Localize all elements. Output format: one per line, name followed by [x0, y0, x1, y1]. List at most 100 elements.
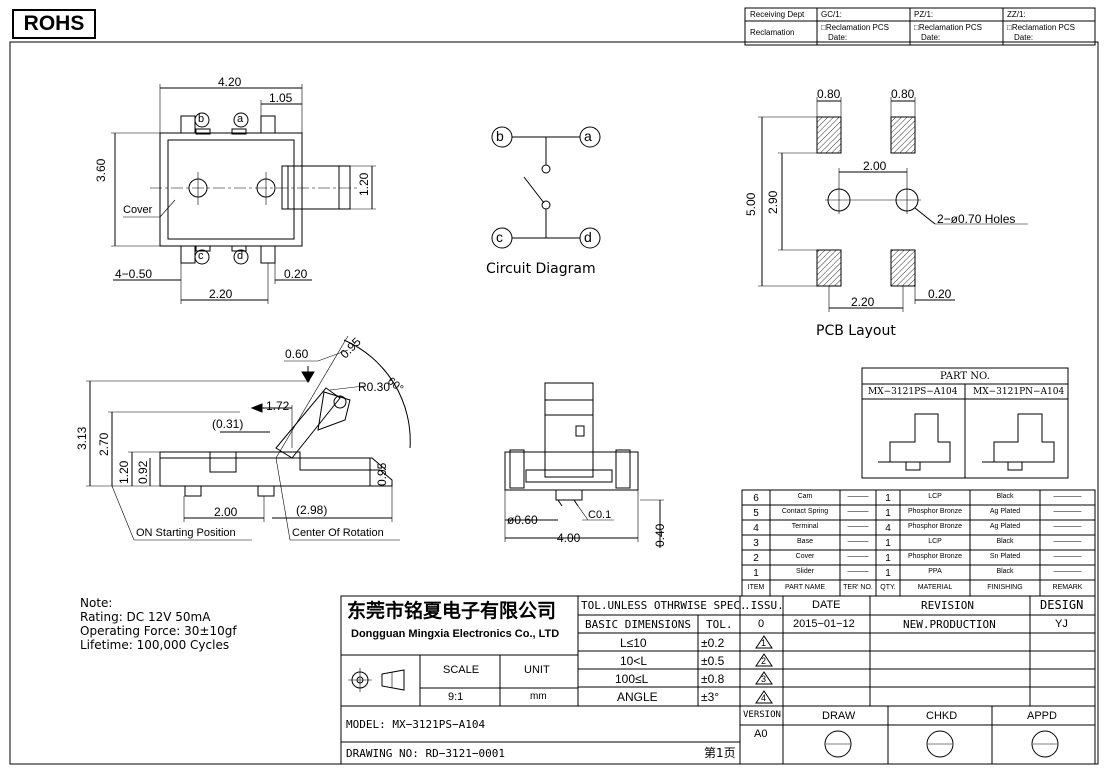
- dim-height: 3.60: [94, 158, 108, 182]
- dim-lead: 1.05: [269, 91, 293, 105]
- bom-qty-1: 1: [885, 568, 891, 579]
- part-no-ps: MX−3121PS−A104: [868, 387, 958, 397]
- bom-ter-6: ———: [847, 493, 869, 500]
- rev-mark-4: 4: [761, 693, 767, 703]
- on-start-label: ON Starting Position: [136, 527, 236, 539]
- rev-mark-2: 2: [761, 656, 767, 666]
- pcb-dim-pad-w1: 0.80: [817, 87, 841, 101]
- drawing-no-label: DRAWING NO: RD−3121−0001: [346, 747, 505, 760]
- appd-label: APPD: [1027, 710, 1057, 722]
- dim-actuator: 1.20: [357, 172, 371, 196]
- bom-item-4: 4: [753, 523, 759, 534]
- version-label: VERSION: [743, 710, 781, 720]
- side-dim-060: 0.60: [285, 347, 309, 361]
- bom-name-3: Base: [797, 538, 813, 545]
- side-dim-120: 1.20: [117, 460, 131, 484]
- pcb-dim-pitch: 2.20: [851, 295, 875, 309]
- scale-value: 9:1: [448, 691, 464, 703]
- bom-finishing-4: Ag Plated: [989, 523, 1021, 530]
- bom-material-3: LCP: [928, 538, 942, 545]
- bom-name-1: Slider: [796, 568, 814, 575]
- bom-ter-2: ———: [847, 553, 869, 560]
- bom-ter-4: ———: [847, 523, 869, 530]
- bom-material-4: Phosphor Bronze: [907, 523, 963, 530]
- note-title: Note:: [80, 596, 113, 610]
- tol-value-2: ±0.5: [701, 654, 725, 668]
- side-dim-r030: R0.30: [358, 380, 391, 394]
- rev-mark-1: 1: [761, 638, 767, 648]
- side-dim-092: 0.92: [136, 460, 150, 484]
- bom-item-1: 1: [753, 568, 759, 579]
- bom-remark-5: ————: [1053, 508, 1082, 515]
- pcb-layout: [758, 97, 1028, 312]
- side-dim-313: 3.13: [75, 426, 89, 450]
- bom-qty-3: 1: [885, 538, 891, 549]
- bom-header-5: FINISHING: [987, 584, 1023, 591]
- tol-range-1: L≤10: [620, 636, 647, 650]
- bom-ter-5: ———: [847, 508, 869, 515]
- issu-value: 0: [758, 618, 765, 630]
- company-en: Dongguan Mingxia Electronics Co., LTD: [351, 628, 560, 640]
- title-block: [340, 595, 1096, 765]
- pin-a-label: a: [237, 113, 244, 125]
- tol-value-3: ±0.8: [701, 672, 725, 686]
- pin-d-label: d: [237, 250, 244, 262]
- side-dim-095b: 0.95: [375, 462, 389, 486]
- bom-material-2: Phosphor Bronze: [907, 553, 963, 560]
- bom-item-2: 2: [753, 553, 759, 564]
- pz-text1: □Reclamation PCS: [914, 23, 982, 32]
- pin-c-label: c: [198, 250, 204, 262]
- side-dim-200: 2.00: [214, 505, 238, 519]
- bom-item-6: 6: [753, 493, 759, 504]
- front-dim-060: ø0.60: [507, 513, 538, 527]
- bom-header-4: MATERIAL: [917, 584, 953, 591]
- circuit-diagram: [491, 126, 601, 249]
- design-label: DESIGN: [1040, 598, 1084, 612]
- note-force: Operating Force: 30±10gf: [80, 624, 237, 638]
- pcb-label: PCB Layout: [816, 323, 896, 339]
- draw-label: DRAW: [822, 710, 856, 722]
- page-label: 第1页: [704, 746, 736, 760]
- dim-pad: 0.20: [284, 267, 308, 281]
- side-dim-270: 2.70: [97, 432, 111, 456]
- bom-ter-3: ———: [847, 538, 869, 545]
- bom-item-3: 3: [753, 538, 759, 549]
- part-no-box: [861, 367, 1069, 479]
- pcb-dim-height: 5.00: [744, 192, 758, 216]
- model-label: MODEL: MX−3121PS−A104: [346, 718, 486, 731]
- side-view: [86, 335, 411, 541]
- bom-remark-1: ————: [1053, 568, 1082, 575]
- bom-material-5: Phosphor Bronze: [907, 508, 963, 515]
- tol-value-angle: ±3°: [701, 690, 720, 704]
- note-lifetime: Lifetime: 100,000 Cycles: [80, 638, 230, 652]
- circuit-pin-c: c: [496, 229, 503, 245]
- pcb-dim-pad-w2: 0.80: [891, 87, 915, 101]
- tol-title: TOL.UNLESS OTHRWISE SPEC.: [581, 599, 747, 612]
- zz-text1: □Reclamation PCS: [1007, 23, 1075, 32]
- revision-label: REVISION: [921, 599, 974, 612]
- bom-qty-2: 1: [885, 553, 891, 564]
- side-dim-031: (0.31): [212, 417, 244, 431]
- bom-finishing-6: Black: [996, 493, 1014, 500]
- tol-range-3: 100≤L: [615, 672, 649, 686]
- circuit-pin-a: a: [584, 128, 592, 144]
- basic-dim-label: BASIC DIMENSIONS: [585, 618, 691, 631]
- tol-label: TOL.: [706, 618, 733, 631]
- drawing-frame: [9, 41, 1099, 765]
- circuit-label: Circuit Diagram: [486, 261, 596, 277]
- dim-pins: 4−0.50: [115, 267, 153, 281]
- dim-width: 4.20: [218, 75, 242, 89]
- bom-header-3: QTY.: [880, 584, 896, 591]
- front-dim-c01: C0.1: [588, 509, 612, 521]
- receiving-table: [744, 7, 1096, 46]
- bom-remark-4: ————: [1053, 523, 1082, 530]
- pz-head: PZ/1:: [914, 10, 934, 19]
- reclamation-label: Reclamation: [750, 28, 795, 37]
- pcb-holes: 2−ø0.70 Holes: [937, 212, 1016, 226]
- gc-text2: Date:: [828, 33, 848, 42]
- pcb-dim-gap: 0.20: [928, 287, 952, 301]
- bom-remark-3: ————: [1053, 538, 1082, 545]
- chkd-label: CHKD: [926, 710, 958, 722]
- bom-qty-6: 1: [885, 493, 891, 504]
